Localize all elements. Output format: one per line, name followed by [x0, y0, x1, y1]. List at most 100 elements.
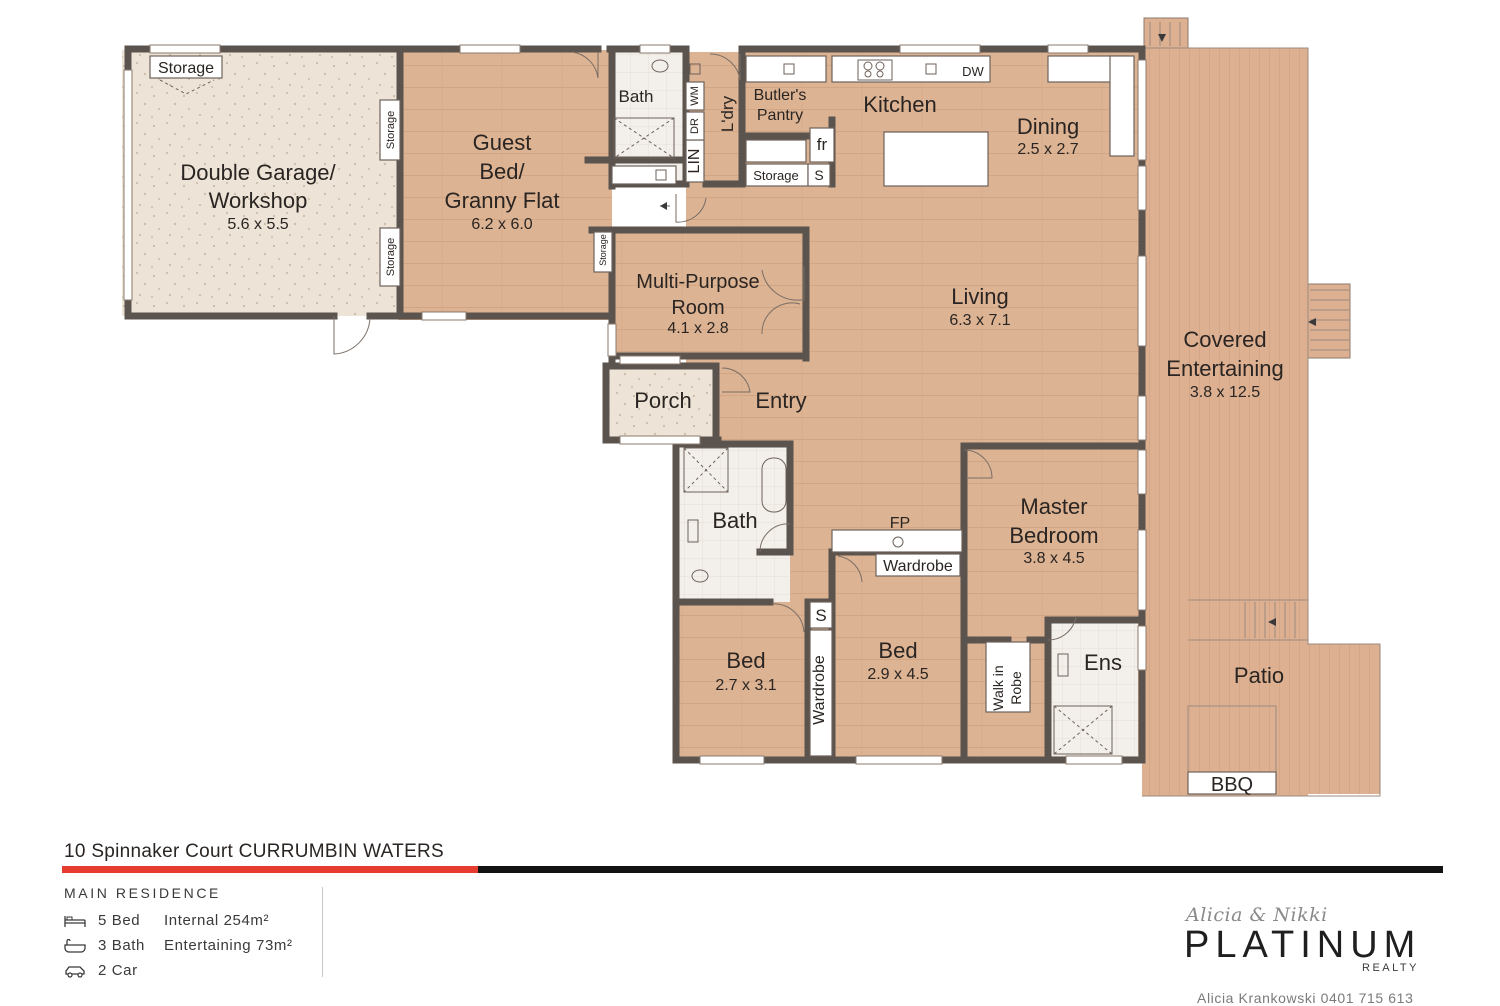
bed-s-label: S — [815, 606, 826, 625]
garage-storage-box — [149, 55, 223, 79]
covered-name-2: Entertaining — [1166, 356, 1283, 381]
wardrobe-label: Wardrobe — [883, 558, 953, 575]
porch-floor — [606, 366, 718, 438]
floor-plan: Double Garage/ Workshop 5.6 x 5.5 Storag… — [122, 17, 1381, 797]
multi-name-2: Room — [671, 297, 724, 319]
bbq-box — [1187, 771, 1277, 795]
stat-row-baths: 3 Bath Entertaining 73m² — [64, 937, 293, 954]
wardrobe-v-label: Wardrobe — [811, 655, 828, 725]
laundry-label: L'dry — [718, 95, 737, 132]
walkin-label-2: Robe — [1008, 671, 1024, 705]
fridge-label: fr — [817, 135, 828, 154]
guest-name-1: Guest — [473, 130, 532, 155]
porch-label: Porch — [634, 388, 691, 413]
walkin-box — [985, 641, 1031, 713]
bed1-size: 2.7 x 3.1 — [715, 677, 776, 694]
kitchen-island — [883, 131, 989, 187]
ens-label: Ens — [1084, 650, 1122, 675]
multi-size: 4.1 x 2.8 — [667, 320, 728, 337]
top-stair — [1143, 17, 1189, 49]
brand-logo: PLATINUM — [1184, 924, 1422, 966]
fp-label: FP — [890, 515, 910, 532]
patio-deck — [1142, 644, 1380, 794]
bed-s-box — [809, 601, 833, 629]
car-icon — [64, 964, 86, 978]
covered-size: 3.8 x 12.5 — [1190, 384, 1260, 401]
garage-storage-label: Storage — [158, 60, 214, 77]
brand-script: Alicia & Nikki — [1186, 904, 1328, 926]
garage-floor — [122, 50, 398, 316]
wardrobe-v-box — [809, 629, 833, 757]
patio-label: Patio — [1234, 663, 1284, 688]
fp-bench — [831, 529, 963, 553]
footer-bar-black — [478, 866, 1443, 873]
pantry-s-label: S — [814, 167, 823, 183]
bed1-name: Bed — [726, 648, 765, 673]
bed2-size: 2.9 x 4.5 — [867, 666, 928, 683]
garage-size: 5.6 x 5.5 — [227, 216, 288, 233]
guest-floor — [398, 50, 612, 320]
fridge — [809, 127, 835, 163]
garage-name-2: Workshop — [209, 188, 308, 213]
butlers-label-2: Pantry — [757, 107, 803, 124]
stat-row-beds: 5 Bed Internal 254m² — [64, 912, 269, 929]
dining-size: 2.5 x 2.7 — [1017, 141, 1078, 158]
living-size: 6.3 x 7.1 — [949, 312, 1010, 329]
covered-name-1: Covered — [1183, 327, 1266, 352]
bed2-name: Bed — [878, 638, 917, 663]
dining-name: Dining — [1017, 114, 1079, 139]
multi-storage-cab — [593, 231, 613, 273]
side-storage-1-label: Storage — [385, 111, 397, 150]
master-name-2: Bedroom — [1009, 523, 1098, 548]
guest-size: 6.2 x 6.0 — [471, 216, 532, 233]
butlers-label-1: Butler's — [754, 87, 807, 104]
bath-mid-label: Bath — [712, 508, 757, 533]
wm-box — [685, 81, 705, 111]
entry-label: Entry — [755, 388, 806, 413]
entry-floor — [716, 358, 806, 448]
guest-name-3: Granny Flat — [445, 188, 560, 213]
bed2-floor — [832, 552, 966, 758]
property-address: 10 Spinnaker Court CURRUMBIN WATERS — [64, 841, 445, 862]
cars-count: 2 Car — [98, 962, 138, 979]
wm-label: WM — [689, 86, 701, 106]
multi-name-1: Multi-Purpose — [636, 271, 759, 293]
storage-cab-2 — [379, 227, 401, 287]
lin-label: LIN — [686, 149, 703, 174]
multi-floor — [612, 232, 806, 358]
section-label: MAIN RESIDENCE — [64, 885, 221, 901]
storage-cab-1 — [379, 99, 401, 161]
bath-top-label: Bath — [619, 87, 654, 106]
master-name-1: Master — [1020, 494, 1087, 519]
stat-row-cars: 2 Car — [64, 962, 164, 979]
pantry-storage-label: Storage — [753, 168, 799, 183]
bath-mid-floor — [678, 446, 790, 602]
kitchen-bench-back — [745, 55, 827, 83]
pantry-s-box — [807, 163, 831, 187]
baths-count: 3 Bath — [98, 937, 145, 954]
bed-icon — [64, 914, 86, 928]
bed1-floor — [678, 602, 812, 758]
multi-storage-label: Storage — [598, 234, 608, 266]
brand-sub: REALTY — [1362, 962, 1419, 974]
bath-icon — [64, 938, 86, 953]
ens-floor — [1048, 620, 1138, 758]
walkin-label-1: Walk in — [990, 665, 1006, 710]
wardrobe-box — [875, 553, 961, 577]
kitchen-label: Kitchen — [863, 92, 936, 117]
dw-label: DW — [962, 64, 984, 79]
footer-bar-red — [62, 866, 478, 873]
dr-label: DR — [689, 118, 701, 134]
footer-divider — [322, 887, 323, 977]
living-name: Living — [951, 284, 1008, 309]
bbq-label: BBQ — [1211, 774, 1253, 796]
dining-cab-side — [1109, 55, 1135, 157]
pantry-bench — [745, 139, 807, 163]
master-size: 3.8 x 4.5 — [1023, 550, 1084, 567]
internal-area: Internal 254m² — [164, 912, 270, 929]
dr-box — [685, 111, 705, 141]
garage-name-1: Double Garage/ — [180, 160, 336, 185]
entertaining-area: Entertaining 73m² — [164, 937, 293, 954]
beds-count: 5 Bed — [98, 912, 141, 929]
agent-contact: Alicia Krankowski 0401 715 613 — [1197, 990, 1414, 1006]
